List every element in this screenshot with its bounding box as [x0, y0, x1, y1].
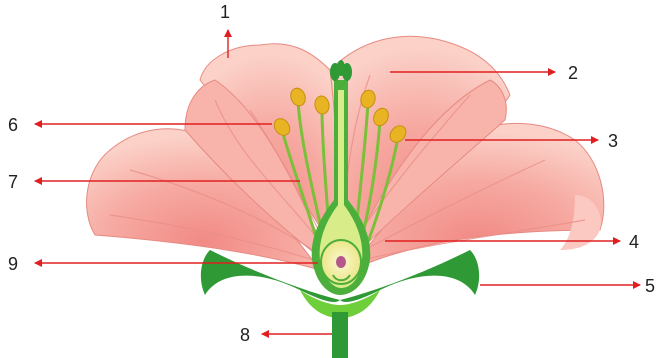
label-2: 2 [568, 63, 578, 83]
stem [332, 312, 348, 358]
ovule [336, 256, 346, 268]
label-9: 9 [8, 254, 18, 274]
label-5: 5 [645, 276, 655, 296]
label-3: 3 [608, 131, 618, 151]
label-8: 8 [240, 325, 250, 345]
label-4: 4 [629, 232, 639, 252]
label-6: 6 [8, 115, 18, 135]
label-1: 1 [220, 2, 230, 22]
label-7: 7 [8, 172, 18, 192]
